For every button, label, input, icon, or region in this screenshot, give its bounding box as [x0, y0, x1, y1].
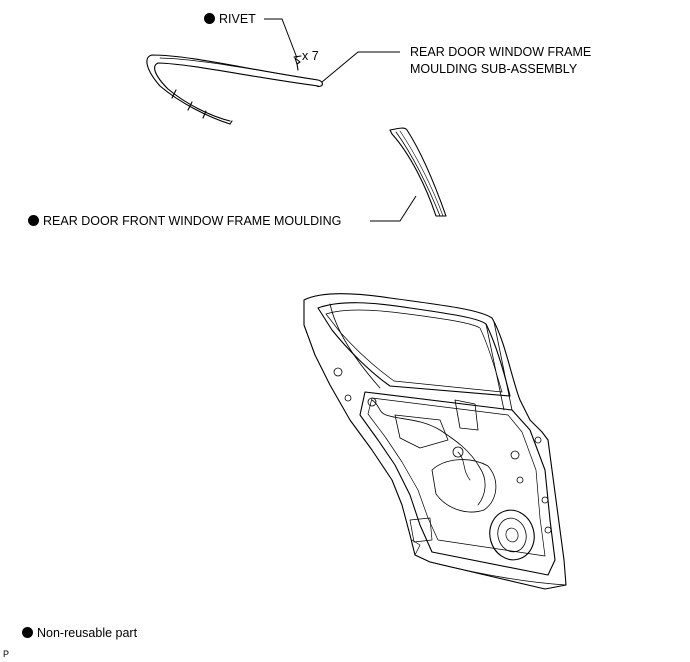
rivet-part: [293, 55, 302, 71]
leader-lines: [264, 18, 417, 222]
front-moulding-label: REAR DOOR FRONT WINDOW FRAME MOULDING: [43, 214, 342, 228]
rivet-leader: [264, 18, 298, 59]
frame-moulding-label-line2: MOULDING SUB-ASSEMBLY: [410, 62, 578, 76]
frame-moulding-label-line1: REAR DOOR WINDOW FRAME: [410, 45, 592, 59]
front-moulding-leader: [370, 195, 417, 222]
rivet-callout: RIVET: [204, 12, 256, 27]
non-reusable-marker-icon: [22, 627, 33, 638]
rivet-quantity: x 7: [302, 49, 319, 63]
non-reusable-marker-icon: [28, 215, 39, 226]
front-moulding-callout: REAR DOOR FRONT WINDOW FRAME MOULDING: [28, 214, 341, 229]
figure-code: P: [3, 649, 10, 659]
legend: Non-reusable part: [22, 626, 137, 641]
legend-non-reusable: Non-reusable part: [37, 626, 138, 640]
rear-door-panel: [303, 293, 567, 590]
non-reusable-marker-icon: [204, 13, 215, 24]
front-moulding-part: [389, 127, 447, 217]
rivet-label: RIVET: [219, 12, 256, 26]
frame-moulding-part: [146, 54, 323, 125]
frame-moulding-leader: [321, 51, 400, 83]
